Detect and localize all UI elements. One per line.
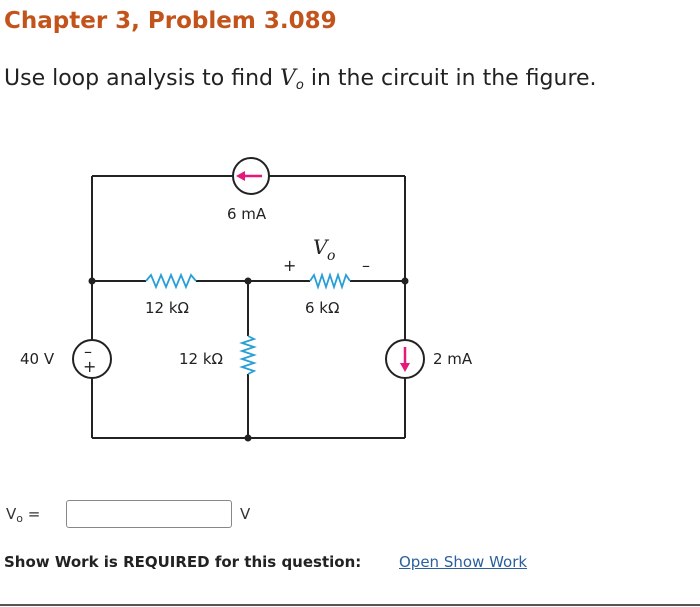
circuit-nodes	[88, 277, 409, 442]
resistor-right-6k	[309, 272, 351, 290]
current-source-top	[232, 157, 270, 195]
show-work-label: Show Work is REQUIRED for this question:	[4, 553, 362, 571]
resistor-left-12k	[145, 272, 197, 290]
question-text: Use loop analysis to find Vo in the circ…	[4, 66, 597, 93]
question-variable-sub: o	[295, 78, 304, 93]
open-show-work-link[interactable]: Open Show Work	[399, 553, 528, 571]
current-source-right	[385, 339, 425, 379]
voltage-source-40v	[72, 339, 112, 379]
right-source-label: 2 mA	[433, 350, 473, 368]
right-resistor-label: 6 kΩ	[305, 299, 339, 317]
vo-label-sub: o	[327, 248, 335, 264]
answer-label: Vo =	[6, 505, 40, 525]
answer-label-main: V	[6, 505, 17, 523]
top-source-label: 6 mA	[227, 205, 267, 223]
voltage-source-plus: +	[83, 357, 96, 376]
vo-minus-sign: –	[362, 256, 370, 275]
circuit-diagram: 6 mA 12 kΩ 6 kΩ + V o – – + 40 V 12 kΩ 2…	[20, 157, 473, 442]
circuit-wires	[91, 175, 406, 439]
question-text-before: Use loop analysis to find	[4, 66, 280, 91]
voltage-source-minus: –	[84, 342, 92, 361]
bottom-divider	[0, 604, 700, 606]
page-title: Chapter 3, Problem 3.089	[4, 8, 337, 34]
resistor-middle-12k	[239, 335, 257, 375]
left-resistor-label: 12 kΩ	[145, 299, 189, 317]
answer-input[interactable]	[66, 500, 232, 528]
question-variable: V	[280, 66, 296, 91]
vo-label: V	[313, 235, 330, 259]
question-text-after: in the circuit in the figure.	[303, 66, 597, 91]
voltage-source-label: 40 V	[20, 350, 55, 368]
answer-label-sub: o	[16, 512, 23, 525]
middle-resistor-label: 12 kΩ	[179, 350, 223, 368]
answer-equals: =	[27, 505, 41, 523]
vo-plus-sign: +	[283, 256, 296, 275]
answer-unit: V	[240, 505, 251, 523]
